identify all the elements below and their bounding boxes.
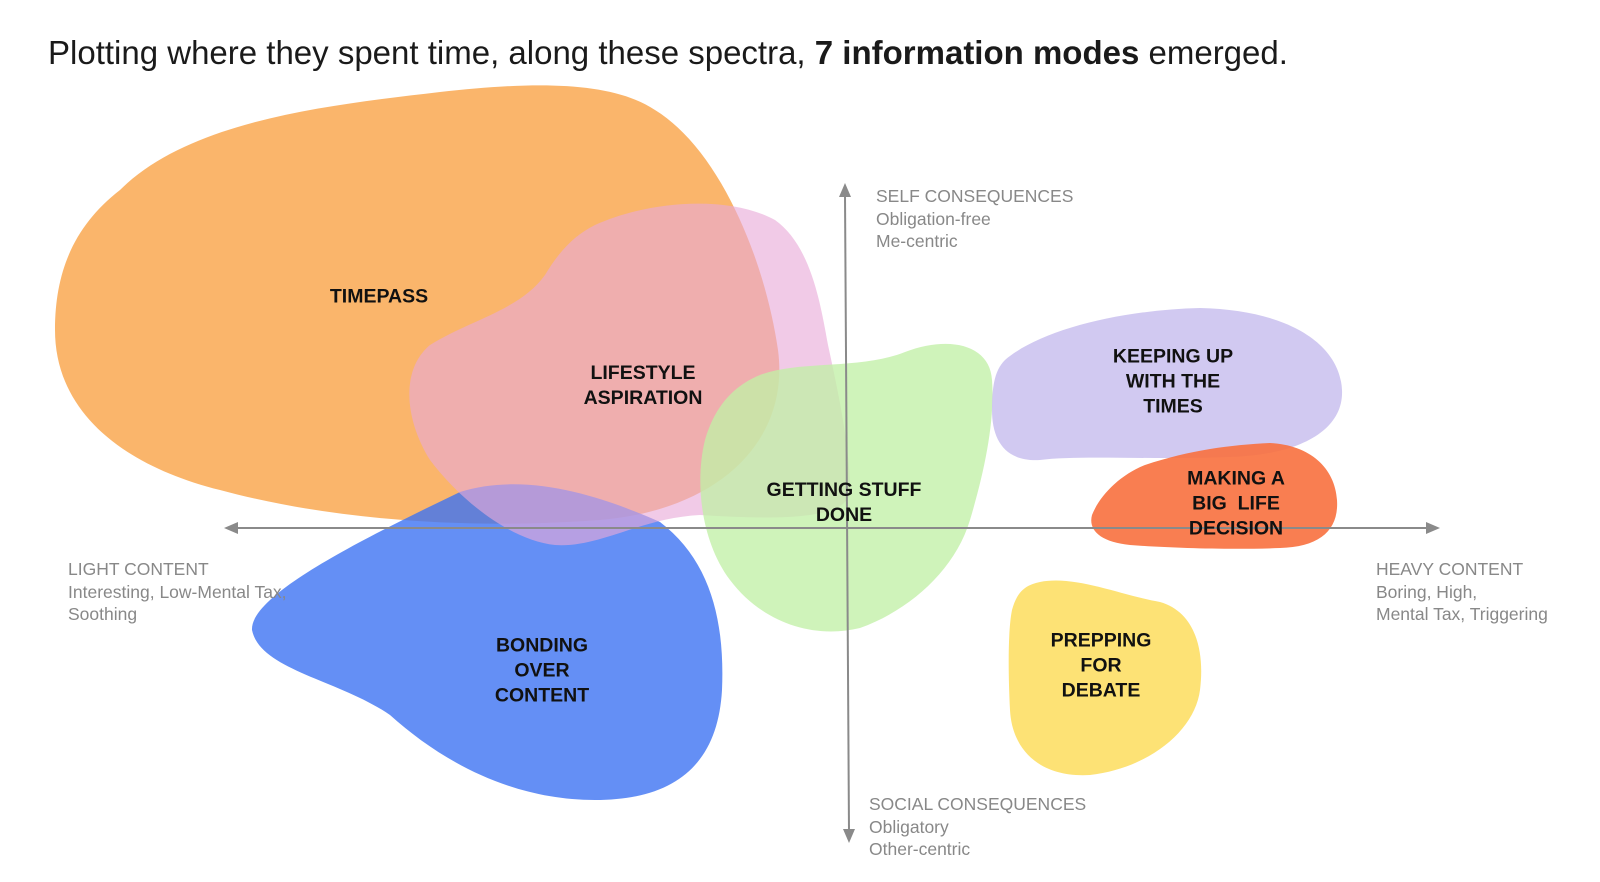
mode-label-line: PREPPING (1050, 629, 1152, 652)
axis-top-heading: SELF CONSEQUENCES (876, 186, 1074, 206)
mode-label-bonding-over-content: BONDING OVER CONTENT (495, 634, 589, 709)
mode-label-line: TIMES (1143, 395, 1203, 418)
mode-label-timepass: TIMEPASS (330, 285, 428, 310)
title-prefix: Plotting where they spent time, along th… (48, 34, 815, 71)
mode-label-line: OVER (514, 659, 570, 682)
making-a-big-life-decision-blob (1091, 443, 1338, 549)
mode-label-line: GETTING STUFF (766, 479, 922, 501)
mode-label-line: BONDING (495, 634, 589, 657)
mode-label-line: ASPIRATION (583, 387, 703, 409)
axis-label-bottom: SOCIAL CONSEQUENCES Obligatory Other-cen… (869, 793, 1086, 861)
vertical-axis (839, 183, 855, 843)
axis-arrow-up-icon (839, 183, 851, 197)
mode-label-line: DECISION (1188, 517, 1284, 540)
axis-arrow-left-icon (224, 522, 238, 534)
mode-label-getting-stuff-done: GETTING STUFF DONE (767, 478, 922, 528)
mode-label-prepping-for-debate: PREPPING FOR DEBATE (1051, 629, 1152, 704)
axis-bottom-line: Obligatory (869, 816, 949, 837)
prepping-for-debate-blob (1008, 580, 1202, 776)
axis-right-heading: HEAVY CONTENT (1376, 559, 1524, 579)
mode-label-line: DONE (815, 504, 873, 526)
mode-label-line: MAKING A (1187, 467, 1285, 490)
mode-label-line: TIMEPASS (329, 285, 429, 308)
axis-left-heading: LIGHT CONTENT (68, 559, 209, 579)
axis-left-line: Interesting, Low-Mental Tax, (68, 581, 287, 602)
mode-label-line: WITH THE (1125, 370, 1221, 393)
axis-top-line: Me-centric (876, 231, 958, 251)
title-suffix: emerged. (1139, 34, 1288, 71)
mode-label-lifestyle-aspiration: LIFESTYLE ASPIRATION (584, 361, 703, 411)
slide-title: Plotting where they spent time, along th… (48, 34, 1288, 72)
title-emphasis: 7 information modes (814, 34, 1140, 71)
mode-label-making-a-big-life-decision: MAKING A BIG LIFE DECISION (1187, 467, 1285, 542)
horizontal-axis (224, 522, 1440, 534)
mode-label-line: KEEPING UP (1112, 345, 1234, 368)
mode-label-line: CONTENT (494, 684, 590, 707)
axis-label-top: SELF CONSEQUENCES Obligation-free Me-cen… (876, 185, 1073, 253)
axis-arrow-down-icon (843, 829, 855, 843)
axis-bottom-heading: SOCIAL CONSEQUENCES (869, 794, 1087, 814)
axis-right-line: Boring, High, (1376, 581, 1478, 602)
axis-right-line: Mental Tax, Triggering (1376, 604, 1548, 624)
mode-label-line: BIG LIFE (1192, 492, 1280, 515)
axis-arrow-right-icon (1426, 522, 1440, 534)
mode-label-line: DEBATE (1061, 679, 1141, 702)
mode-label-keeping-up-with-the-times: KEEPING UP WITH THE TIMES (1113, 345, 1233, 420)
axis-top-line: Obligation-free (876, 208, 991, 229)
axis-left-line: Soothing (68, 604, 138, 624)
mode-label-line: LIFESTYLE (590, 362, 696, 384)
axis-label-right: HEAVY CONTENT Boring, High, Mental Tax, … (1376, 558, 1548, 626)
mode-label-line: FOR (1080, 654, 1122, 677)
bonding-over-content-blob (251, 484, 723, 800)
axis-bottom-line: Other-centric (869, 839, 971, 859)
keeping-up-with-the-times-blob (992, 308, 1343, 461)
axis-label-left: LIGHT CONTENT Interesting, Low-Mental Ta… (68, 558, 287, 626)
